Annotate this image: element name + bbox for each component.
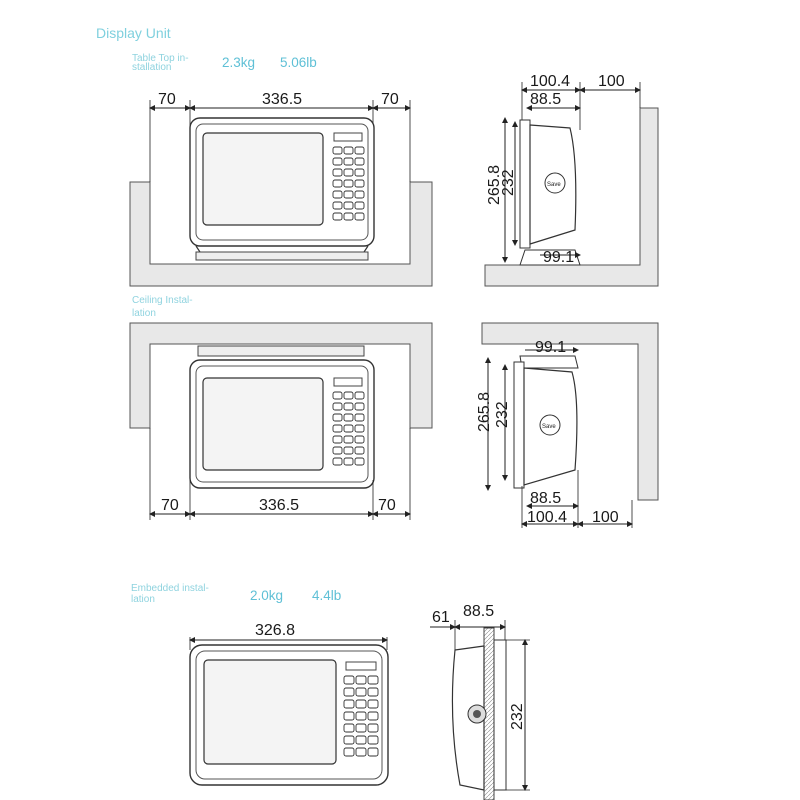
ceil-side-depth: 100.4	[527, 509, 567, 526]
ceil-side-clearance: 100	[592, 509, 619, 526]
tt-dim-width: 336.5	[262, 91, 302, 108]
embedded-weight-lb: 4.4lb	[312, 588, 342, 603]
tt-side-depth: 100.4	[530, 73, 570, 90]
ceil-dim-left: 70	[161, 497, 179, 514]
table-top-weight-kg: 2.3kg	[222, 55, 256, 70]
table-top-label-1: Table Top in-	[132, 53, 189, 64]
tt-side-clearance: 100	[598, 73, 625, 90]
ceiling-side-view: 99.1 Save 265.8 232 88.5 100.4 100	[476, 322, 659, 528]
ceil-side-height-body: 232	[494, 401, 511, 428]
tt-side-wall	[484, 107, 659, 287]
tt-side-base: 99.1	[543, 249, 574, 266]
embedded-label-2: lation	[131, 594, 155, 605]
ceil-side-body: 88.5	[530, 490, 561, 507]
table-top-weight-lb: 5.06lb	[280, 55, 317, 70]
embedded-label-1: Embedded instal-	[131, 583, 209, 594]
ceiling-label-2: lation	[132, 308, 156, 319]
page-title: Display Unit	[96, 25, 171, 41]
tt-side-body: 88.5	[530, 91, 561, 108]
ceil-dim-width: 336.5	[259, 497, 299, 514]
emb-side-front-depth: 61	[432, 609, 450, 626]
table-top-side-view: 100.4 100 88.5 265.8 232 Save 99.1	[484, 73, 659, 287]
table-top-label-2: stallation	[132, 62, 172, 73]
emb-side-body: 88.5	[463, 603, 494, 620]
embedded-weight-kg: 2.0kg	[250, 588, 284, 603]
ceil-side-base: 99.1	[535, 339, 566, 356]
embedded-side-view: 61 88.5 232	[430, 603, 530, 800]
ceil-side-wall	[481, 322, 659, 501]
ceiling-front-view: 70 336.5 70	[129, 322, 433, 520]
tt-side-height-total: 265.8	[486, 165, 503, 205]
ceil-side-height-total: 265.8	[476, 392, 493, 432]
tt-dim-left: 70	[158, 91, 176, 108]
embedded-front-view: 326.8	[189, 622, 389, 786]
emb-side-height-body: 232	[509, 703, 526, 730]
ceil-knob-label: Save	[542, 424, 556, 430]
ceiling-label-1: Ceiling Instal-	[132, 295, 193, 306]
tt-side-height-body: 232	[500, 169, 517, 196]
ceil-dim-right: 70	[378, 497, 396, 514]
emb-dim-width: 326.8	[255, 622, 295, 639]
ceiling-wall	[129, 322, 433, 429]
tt-dim-right: 70	[381, 91, 399, 108]
tt-knob-label: Save	[547, 182, 561, 188]
table-top-front-view: 70 336.5 70	[129, 91, 433, 287]
